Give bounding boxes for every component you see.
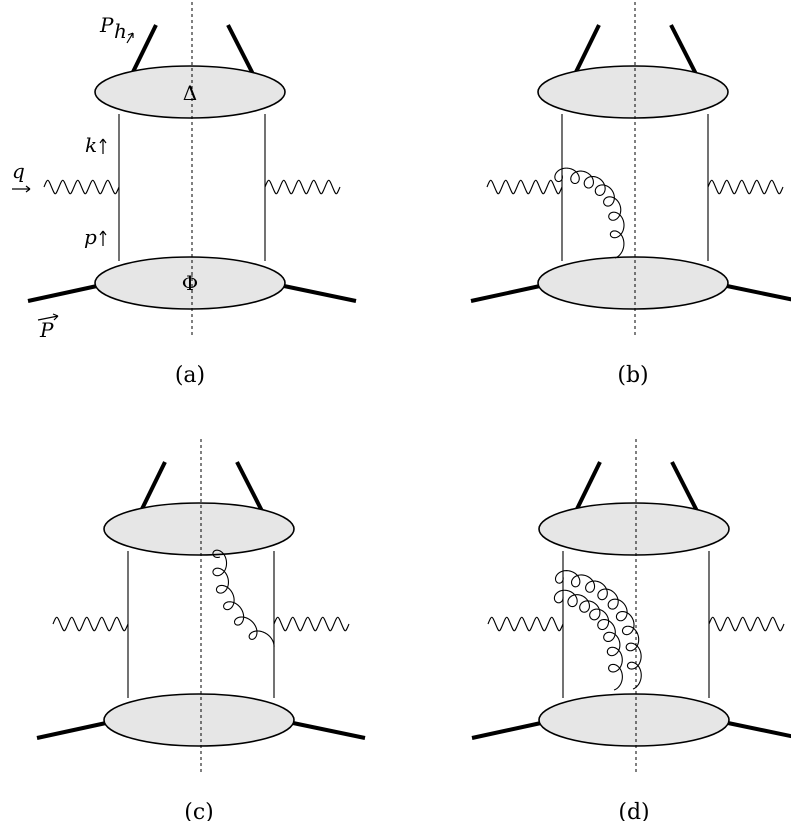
distribution-blob xyxy=(103,693,295,747)
photon-line-left xyxy=(43,179,120,195)
outgoing-hadron-line-right xyxy=(670,461,699,512)
panel-caption: (d) xyxy=(618,800,649,821)
outgoing-hadron-momentum-subscript: h xyxy=(114,19,127,43)
distribution-blob xyxy=(538,693,730,747)
outgoing-hadron-line-left xyxy=(130,24,158,75)
incoming-hadron-momentum-arrow xyxy=(37,313,59,321)
outgoing-hadron-momentum-arrow xyxy=(126,32,134,44)
fragmentation-blob xyxy=(537,65,729,119)
diagram-c: (c) xyxy=(36,439,366,821)
upper-quark-momentum-label: k xyxy=(85,133,97,157)
distribution-blob xyxy=(94,256,286,310)
panel-caption: (c) xyxy=(184,800,214,821)
outgoing-hadron-line-left xyxy=(573,24,601,75)
incoming-hadron-line-right xyxy=(283,284,357,303)
upper-quark-momentum-arrow xyxy=(99,138,107,154)
lower-quark-momentum-arrow xyxy=(99,230,107,246)
incoming-hadron-line-right xyxy=(726,284,791,302)
incoming-hadron-line-left xyxy=(470,284,541,303)
incoming-hadron-line-left xyxy=(27,284,98,303)
incoming-hadron-line-right xyxy=(727,721,791,739)
diagram-b: (b) xyxy=(470,2,791,388)
photon-line-left xyxy=(487,616,564,632)
outgoing-hadron-line-right xyxy=(235,461,264,512)
diagram-d: (d) xyxy=(471,439,791,821)
fragmentation-blob xyxy=(103,502,295,556)
gluon-line xyxy=(554,167,625,259)
incoming-hadron-line-left xyxy=(36,721,107,740)
incoming-hadron-momentum-label: P xyxy=(39,318,54,342)
outgoing-hadron-momentum-label: P xyxy=(99,13,114,37)
photon-line-right xyxy=(707,179,784,195)
gluon-line xyxy=(212,549,275,648)
outgoing-hadron-line-left xyxy=(574,461,602,512)
outgoing-hadron-line-left xyxy=(139,461,167,512)
fragmentation-blob xyxy=(538,502,730,556)
incoming-hadron-line-left xyxy=(471,721,542,740)
distribution-function-symbol: Φ xyxy=(182,271,198,295)
photon-line-left xyxy=(486,179,563,195)
photon-line-left xyxy=(52,616,129,632)
photon-momentum-arrow xyxy=(12,185,31,193)
gluon-line xyxy=(554,570,642,690)
incoming-hadron-line-right xyxy=(292,721,366,740)
photon-line-right xyxy=(273,616,350,632)
fragmentation-blob xyxy=(94,65,286,119)
gluon-line xyxy=(553,589,623,691)
photon-line-right xyxy=(264,179,341,195)
lower-quark-momentum-label: p xyxy=(84,225,97,249)
outgoing-hadron-line-right xyxy=(669,24,698,75)
photon-momentum-label: q xyxy=(12,159,25,183)
fragmentation-function-symbol: Δ xyxy=(183,81,197,105)
distribution-blob xyxy=(537,256,729,310)
photon-line-right xyxy=(708,616,785,632)
panel-caption: (a) xyxy=(175,363,205,388)
outgoing-hadron-line-right xyxy=(226,24,255,75)
panel-caption: (b) xyxy=(617,363,648,388)
